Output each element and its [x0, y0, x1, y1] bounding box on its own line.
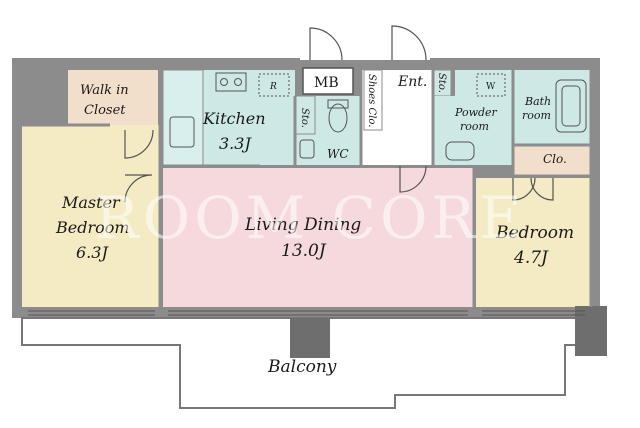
powder-room-label-1: Powder	[454, 106, 498, 119]
refrigerator-label: R	[269, 82, 277, 92]
balcony-label: Balcony	[267, 357, 337, 377]
living-dining-label: Living Dining	[244, 215, 361, 235]
powder-basin	[445, 141, 475, 161]
master-bedroom-label-1: Master	[61, 193, 121, 212]
mb-label: MB	[314, 75, 339, 91]
refrigerator-box	[258, 73, 290, 97]
balcony-area	[21, 306, 607, 409]
washer-label: W	[486, 82, 496, 92]
kitchen-stove	[215, 72, 247, 92]
interior-walls	[22, 70, 593, 307]
closet-area	[513, 145, 591, 175]
storage-kitchen-label: Sto.	[299, 108, 310, 128]
living-dining-size: 13.0J	[281, 241, 327, 261]
windows	[28, 310, 585, 316]
wc-label: WC	[327, 147, 349, 161]
shoes-closet-area	[363, 69, 383, 131]
bedroom-label: Bedroom	[495, 223, 574, 243]
walk-in-closet-label-2: Closet	[84, 103, 126, 118]
entrance-label: Ent.	[397, 74, 427, 90]
kitchen-size: 3.3J	[219, 134, 252, 153]
kitchen-label: Kitchen	[202, 109, 266, 128]
bedroom-size: 4.7J	[513, 248, 549, 268]
powder-room-label-2: room	[460, 120, 489, 133]
walk-in-closet-label-1: Walk in	[80, 83, 129, 98]
master-bedroom-size: 6.3J	[76, 243, 109, 262]
shoes-closet-label: Shoes Clo.	[366, 74, 377, 127]
master-bedroom-label-2: Bedroom	[55, 218, 130, 237]
walk-in-closet-area	[68, 70, 158, 125]
bath-inner	[561, 85, 581, 127]
living-dining-area	[163, 168, 473, 307]
bedroom-area	[476, 178, 591, 307]
wc-basin	[299, 139, 315, 159]
kitchen-sink	[169, 116, 195, 148]
toilet	[328, 103, 348, 133]
laundry-area	[455, 70, 513, 96]
mb-area	[302, 67, 354, 95]
watermark: ROOM CORE	[95, 184, 526, 252]
entry-doors	[124, 25, 554, 203]
storage-entrance-label: Sto.	[436, 73, 447, 93]
bathroom-label-2: room	[522, 109, 551, 122]
toilet-tank	[327, 99, 349, 109]
bathroom-label-1: Bath	[524, 95, 551, 108]
closet-label: Clo.	[543, 152, 567, 166]
bathtub	[555, 79, 587, 133]
washer-box	[476, 73, 506, 97]
